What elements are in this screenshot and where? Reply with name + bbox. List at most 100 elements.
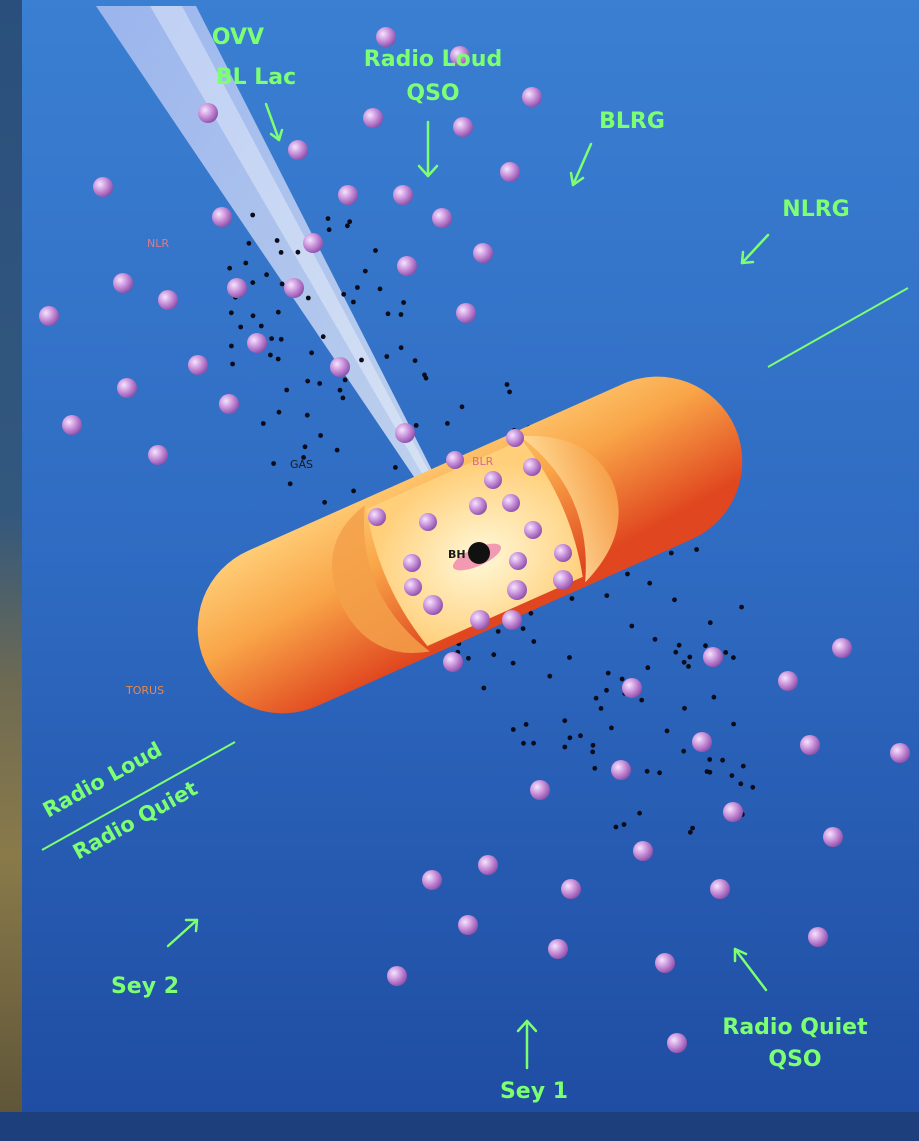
gas-dot <box>322 500 327 505</box>
gas-dot <box>460 404 465 409</box>
blr-cloud <box>446 451 464 469</box>
gas-dot <box>343 378 348 383</box>
nlr-cloud <box>561 879 581 899</box>
label-radio-quiet-qso-line1: Radio Quiet <box>722 1015 868 1040</box>
gas-dot <box>338 388 343 393</box>
gas-dot <box>318 433 323 438</box>
blr-cloud <box>502 494 520 512</box>
gas-dot <box>609 726 614 731</box>
gas-dot <box>738 781 743 786</box>
gas-dot <box>547 674 552 679</box>
label-radio-loud-qso-line1: Radio Loud <box>364 47 502 72</box>
nlr-cloud <box>808 927 828 947</box>
nlr-cloud <box>432 208 452 228</box>
gas-dot <box>401 300 406 305</box>
gas-dot <box>629 624 634 629</box>
nlr-cloud <box>395 423 415 443</box>
gas-dot <box>620 677 625 682</box>
gas-dot <box>645 769 650 774</box>
gas-dot <box>345 223 350 228</box>
gas-dot <box>351 489 356 494</box>
gas-dot <box>284 388 289 393</box>
gas-dot <box>384 354 389 359</box>
nlr-cloud <box>117 378 137 398</box>
gas-dot <box>606 671 611 676</box>
gas-dot <box>271 461 276 466</box>
label-torus: TORUS <box>125 684 164 697</box>
nlr-cloud <box>473 243 493 263</box>
gas-dot <box>341 292 346 297</box>
nlr-cloud <box>219 394 239 414</box>
gas-dot <box>521 741 526 746</box>
nlr-cloud <box>478 855 498 875</box>
blr-cloud <box>524 521 542 539</box>
label-nlr: NLR <box>147 237 169 250</box>
nlr-cloud <box>611 760 631 780</box>
gas-dot <box>672 597 677 602</box>
gas-dot <box>317 381 322 386</box>
nlr-cloud <box>502 610 522 630</box>
gas-dot <box>250 280 255 285</box>
gas-dot <box>707 757 712 762</box>
blr-cloud <box>554 544 572 562</box>
gas-dot <box>251 313 256 318</box>
gas-dot <box>604 688 609 693</box>
gas-dot <box>507 390 512 395</box>
gas-dot <box>708 770 713 775</box>
nlr-cloud <box>522 87 542 107</box>
gas-dot <box>264 272 269 277</box>
gas-dot <box>750 785 755 790</box>
nlr-cloud <box>148 445 168 465</box>
nlr-cloud <box>500 162 520 182</box>
gas-dot <box>570 596 575 601</box>
gas-dot <box>511 661 516 666</box>
gas-dot <box>723 650 728 655</box>
gas-dot <box>355 285 360 290</box>
nlr-cloud <box>376 27 396 47</box>
nlr-cloud <box>692 732 712 752</box>
gas-dot <box>269 336 274 341</box>
gas-dot <box>531 741 536 746</box>
gas-dot <box>279 250 284 255</box>
gas-dot <box>524 722 529 727</box>
gas-dot <box>694 547 699 552</box>
nlr-cloud <box>548 939 568 959</box>
nlr-cloud <box>443 652 463 672</box>
gas-dot <box>505 382 510 387</box>
nlr-cloud <box>363 108 383 128</box>
nlr-cloud <box>470 610 490 630</box>
gas-dot <box>261 421 266 426</box>
gas-dot <box>359 358 364 363</box>
gas-dot <box>399 312 404 317</box>
gas-dot <box>645 665 650 670</box>
gas-dot <box>327 227 332 232</box>
nlr-cloud <box>890 743 910 763</box>
gas-dot <box>682 660 687 665</box>
gas-dot <box>309 350 314 355</box>
gas-dot <box>386 311 391 316</box>
gas-dot <box>481 686 486 691</box>
nlr-cloud <box>456 303 476 323</box>
nlr-cloud <box>338 185 358 205</box>
gas-dot <box>720 758 725 763</box>
gas-dot <box>303 444 308 449</box>
gas-dot <box>229 310 234 315</box>
nlr-cloud <box>703 647 723 667</box>
label-radio-quiet-qso-line2: QSO <box>768 1047 821 1072</box>
nlr-cloud <box>458 915 478 935</box>
gas-dot <box>378 287 383 292</box>
nlr-cloud <box>422 870 442 890</box>
nlr-cloud <box>188 355 208 375</box>
gas-dot <box>321 334 326 339</box>
gas-dot <box>247 241 252 246</box>
nlr-cloud <box>530 780 550 800</box>
gas-dot <box>259 324 264 329</box>
photo-frame-bottom <box>0 1112 919 1141</box>
blr-cloud <box>484 471 502 489</box>
label-nlrg: NLRG <box>782 197 849 222</box>
gas-dot <box>604 593 609 598</box>
nlr-cloud <box>667 1033 687 1053</box>
gas-dot <box>599 706 604 711</box>
gas-dot <box>681 749 686 754</box>
